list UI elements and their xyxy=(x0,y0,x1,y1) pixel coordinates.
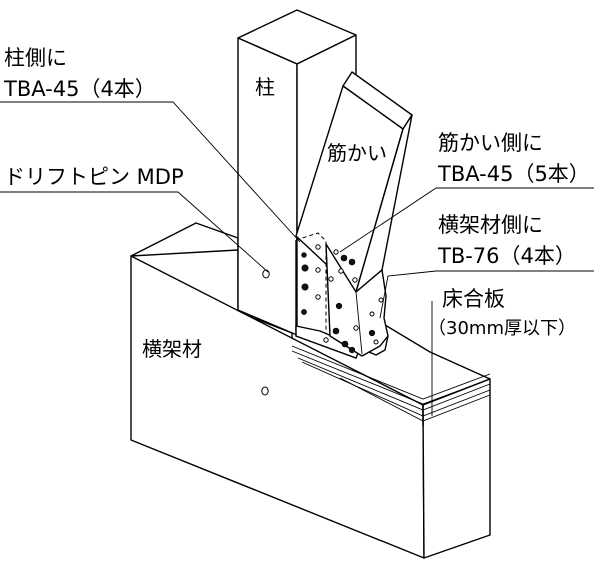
label-brace-side: 筋かい側に xyxy=(438,131,543,155)
part-column: 柱 xyxy=(255,75,275,99)
part-beam: 横架材 xyxy=(142,337,202,361)
brace-hole-1 xyxy=(333,249,339,255)
label-column-side: 柱側に xyxy=(4,46,67,70)
leader-brace-spec xyxy=(339,187,594,253)
part-brace: 筋かい xyxy=(327,141,387,165)
beam-hole-1 xyxy=(323,337,329,343)
beam-screw-1 xyxy=(332,327,340,335)
label-floor-spec: （30mm厚以下） xyxy=(428,318,576,339)
beam-screw-3 xyxy=(348,346,356,354)
label-brace-spec: TBA-45（5本） xyxy=(437,162,590,186)
column-pin-hole xyxy=(262,269,270,279)
brace-screw-3 xyxy=(335,302,343,310)
leader-lines xyxy=(0,101,594,416)
beam-pin-hole xyxy=(261,386,269,396)
column-screw-1 xyxy=(301,264,309,272)
leader-drift-pin xyxy=(0,191,269,273)
brace-hole-2 xyxy=(338,268,344,274)
beam-screw-2 xyxy=(341,340,349,348)
brace-screw-2 xyxy=(348,258,356,266)
connector-plate xyxy=(295,232,389,359)
beam-hole-4 xyxy=(369,311,375,317)
column-flange-outline xyxy=(295,232,327,334)
column-flange-hole-2 xyxy=(315,267,321,273)
label-column-spec: TBA-45（4本） xyxy=(3,77,156,101)
column-screw-2 xyxy=(301,283,309,291)
beam-hole-2 xyxy=(353,325,359,331)
brace-hole-3 xyxy=(328,276,334,282)
beam-screw-4 xyxy=(368,329,376,337)
column-flange-hole-1 xyxy=(315,244,321,250)
label-beam-side: 横架材側に xyxy=(438,213,543,237)
label-beam-spec: TB-76（4本） xyxy=(437,244,576,268)
floor-board-layer-1 xyxy=(291,345,491,400)
beam xyxy=(130,222,491,559)
column-flange-hole-3 xyxy=(315,294,321,300)
brace xyxy=(295,71,413,293)
column-screw-3 xyxy=(301,252,307,258)
column-screw-4 xyxy=(301,309,307,315)
leader-beam-spec xyxy=(379,270,594,319)
brace-hole-4 xyxy=(352,277,358,283)
leader-column-spec xyxy=(0,101,301,243)
beam-hole-5 xyxy=(378,297,384,303)
brace-screw-1 xyxy=(340,254,348,262)
label-drift-pin: ドリフトピン MDP xyxy=(4,165,184,189)
label-floor-board: 床合板 xyxy=(442,287,505,311)
beam-hole-3 xyxy=(373,339,379,345)
floor-board-layer-2 xyxy=(291,350,491,405)
